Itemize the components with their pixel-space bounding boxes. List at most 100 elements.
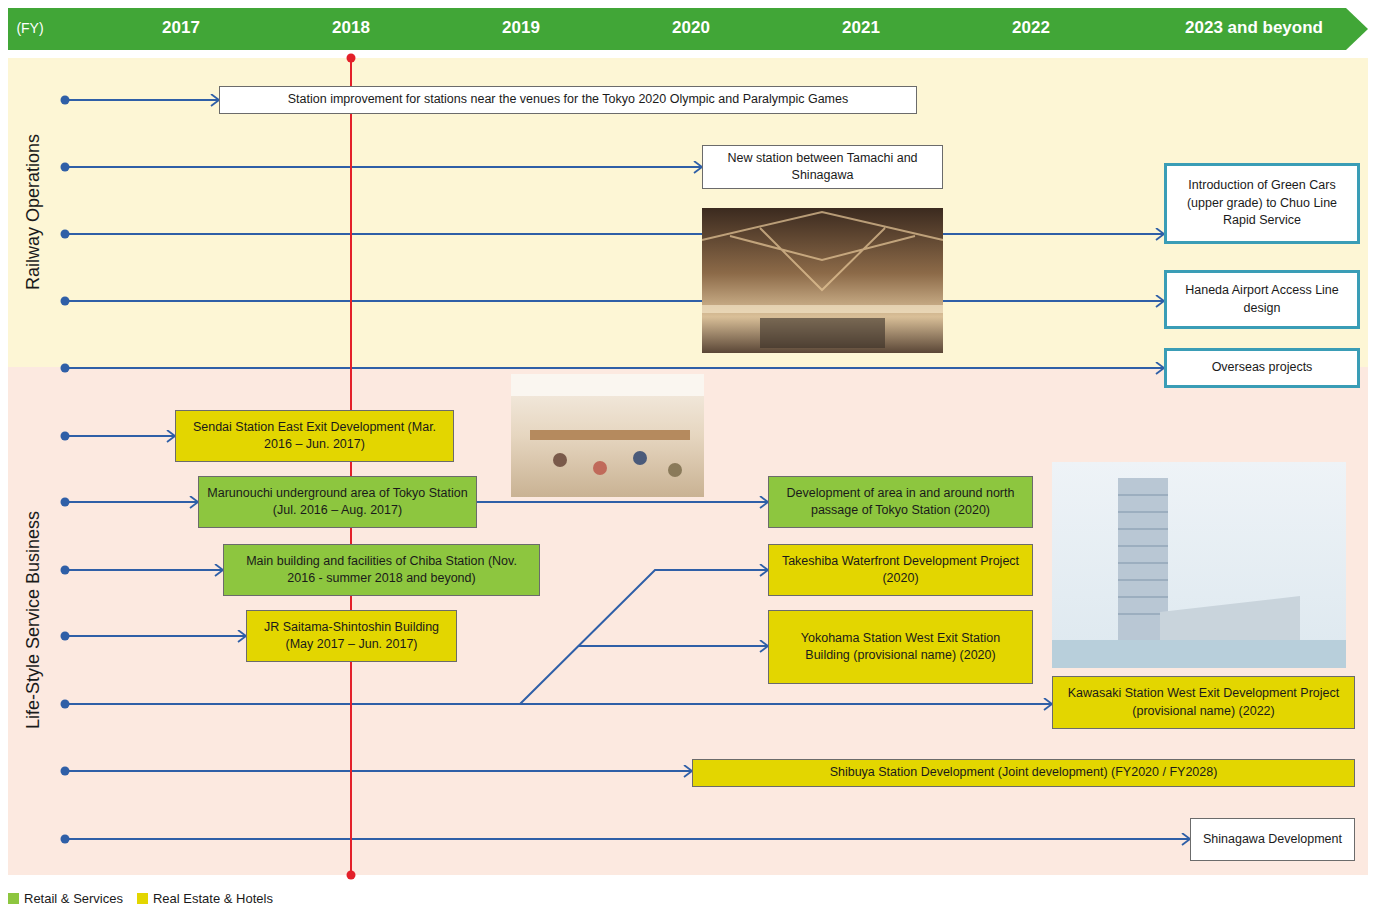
counter (530, 430, 690, 440)
current-year-marker (347, 54, 356, 880)
timeline-arrow (65, 367, 1164, 369)
platform-well (760, 318, 885, 348)
legend-item: Retail & Services (8, 891, 123, 906)
low-building (1160, 596, 1300, 640)
current-year-dot (347, 54, 356, 63)
figure (668, 463, 682, 477)
current-year-line (350, 58, 352, 875)
timeline-arrow (65, 99, 219, 101)
tower-floors (1118, 495, 1168, 614)
year-label: 2020 (672, 18, 710, 38)
start-dot (61, 163, 70, 172)
figure (553, 453, 567, 467)
legend-swatch (8, 893, 19, 904)
timeline-arrow (65, 770, 692, 772)
figure (593, 461, 607, 475)
project-text: Haneda Airport Access Line design (1175, 282, 1349, 317)
project-box: Marunouchi underground area of Tokyo Sta… (198, 476, 477, 528)
project-text: Main building and facilities of Chiba St… (232, 553, 531, 588)
project-box: Sendai Station East Exit Development (Ma… (175, 410, 454, 462)
year-label: 2019 (502, 18, 540, 38)
photo-ground (1052, 462, 1346, 668)
start-dot (61, 835, 70, 844)
legend-item: Real Estate & Hotels (137, 891, 273, 906)
project-box: Shinagawa Development (1190, 818, 1355, 861)
timeline-arrow (65, 635, 246, 637)
start-dot (61, 566, 70, 575)
year-label: 2021 (842, 18, 880, 38)
project-box: Yokohama Station West Exit Station Build… (768, 610, 1033, 684)
start-dot (61, 498, 70, 507)
cafe-interior-photo (511, 374, 704, 497)
project-text: Station improvement for stations near th… (288, 91, 848, 109)
timeline-arrow (65, 166, 702, 168)
project-text: Yokohama Station West Exit Station Build… (777, 630, 1024, 665)
timeline-arrow (65, 501, 198, 503)
project-box: JR Saitama-Shintoshin Building (May 2017… (246, 610, 457, 662)
branch-arrow (578, 645, 768, 647)
tower-rendering-photo (1052, 462, 1346, 668)
project-box: Haneda Airport Access Line design (1164, 270, 1360, 329)
start-dot (61, 96, 70, 105)
year-header-bar (8, 8, 1368, 50)
start-dot (61, 700, 70, 709)
project-text: Sendai Station East Exit Development (Ma… (184, 419, 445, 454)
concourse-floor (702, 305, 943, 313)
branch-arrow (520, 570, 768, 704)
station-roof-photo (702, 208, 943, 353)
project-box: Overseas projects (1164, 348, 1360, 388)
project-text: Marunouchi underground area of Tokyo Sta… (207, 485, 468, 520)
project-box: Shibuya Station Development (Joint devel… (692, 759, 1355, 787)
band-title: Railway Operations (23, 134, 44, 290)
timeline-arrow (65, 233, 1164, 235)
legend-text: Retail & Services (24, 891, 123, 906)
project-text: New station between Tamachi and Shinagaw… (711, 150, 934, 185)
start-dot (61, 632, 70, 641)
waterfront (1052, 640, 1346, 668)
start-dots (61, 96, 70, 844)
railway-band-fill (8, 58, 1368, 367)
photo-ground (702, 208, 943, 353)
project-text: Overseas projects (1212, 359, 1313, 377)
timeline-arrow (65, 300, 1164, 302)
current-year-dot (347, 871, 356, 880)
project-text: Development of area in and around north … (777, 485, 1024, 520)
start-dot (61, 297, 70, 306)
start-dot (61, 364, 70, 373)
project-box: Station improvement for stations near th… (219, 86, 917, 114)
project-box: Introduction of Green Cars (upper grade)… (1164, 163, 1360, 244)
year-label: 2017 (162, 18, 200, 38)
start-dot (61, 230, 70, 239)
legend-swatch (137, 893, 148, 904)
project-text: Shinagawa Development (1203, 831, 1342, 849)
legend: Retail & Services Real Estate & Hotels (8, 891, 287, 906)
start-dot (61, 432, 70, 441)
year-label: 2018 (332, 18, 370, 38)
project-box: Takeshiba Waterfront Development Project… (768, 544, 1033, 596)
roof-beams (702, 212, 943, 290)
photo-ground (511, 374, 704, 497)
start-dot (61, 767, 70, 776)
project-text: Kawasaki Station West Exit Development P… (1061, 685, 1346, 720)
timeline-arrow (65, 838, 1190, 840)
year-label: (FY) (16, 20, 43, 36)
connector-arrow (477, 501, 768, 503)
project-box: Main building and facilities of Chiba St… (223, 544, 540, 596)
legend-text: Real Estate & Hotels (153, 891, 273, 906)
project-box: Development of area in and around north … (768, 476, 1033, 528)
year-label: 2023 and beyond (1185, 18, 1323, 38)
project-text: Introduction of Green Cars (upper grade)… (1175, 177, 1349, 230)
project-text: Shibuya Station Development (Joint devel… (830, 764, 1218, 782)
timeline-arrow (65, 703, 1052, 705)
project-text: Takeshiba Waterfront Development Project… (777, 553, 1024, 588)
category-band: Life-Style Service BusinessSendai Statio… (8, 367, 1368, 875)
ceiling (511, 374, 704, 396)
project-box: New station between Tamachi and Shinagaw… (702, 145, 943, 189)
project-box: Kawasaki Station West Exit Development P… (1052, 676, 1355, 729)
project-text: JR Saitama-Shintoshin Building (May 2017… (255, 619, 448, 654)
timeline-arrow (65, 569, 223, 571)
category-band: Railway Operations Station improvement fo… (8, 58, 1368, 367)
lifestyle-band-fill (8, 367, 1368, 875)
timeline-arrow (65, 435, 175, 437)
